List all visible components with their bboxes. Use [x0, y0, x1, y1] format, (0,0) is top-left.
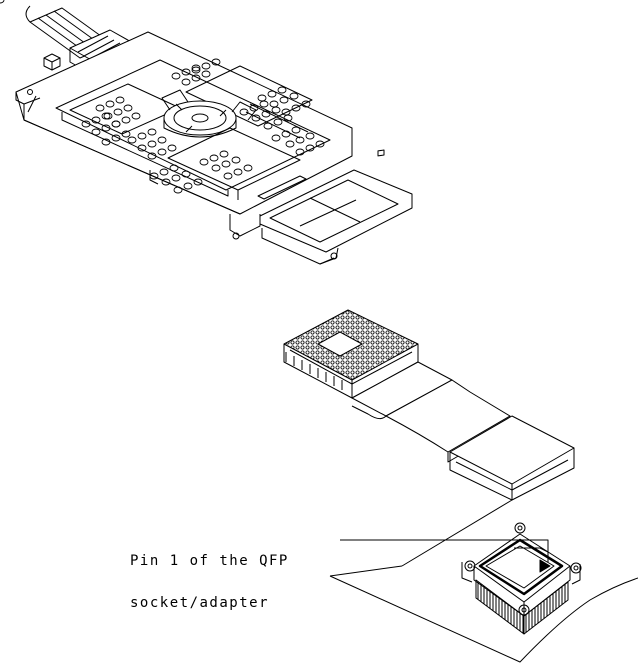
pin1-marker [540, 560, 550, 572]
adapter-foot [450, 416, 574, 500]
flex-cable [352, 362, 510, 462]
callout-line-2: socket/adapter [130, 595, 270, 611]
probe-board [0, 0, 412, 264]
flex-adapter [284, 310, 574, 566]
target-board [330, 523, 638, 662]
callout-leader [340, 540, 548, 552]
center-socket [162, 90, 308, 138]
qfp-socket [462, 523, 581, 634]
probe-tip-paddle [260, 150, 412, 264]
callout-line-1: Pin 1 of the QFP [130, 553, 289, 569]
pin1-callout-label: Pin 1 of the QFP socket/adapter [130, 526, 289, 624]
pin-grid-socket [284, 310, 418, 398]
